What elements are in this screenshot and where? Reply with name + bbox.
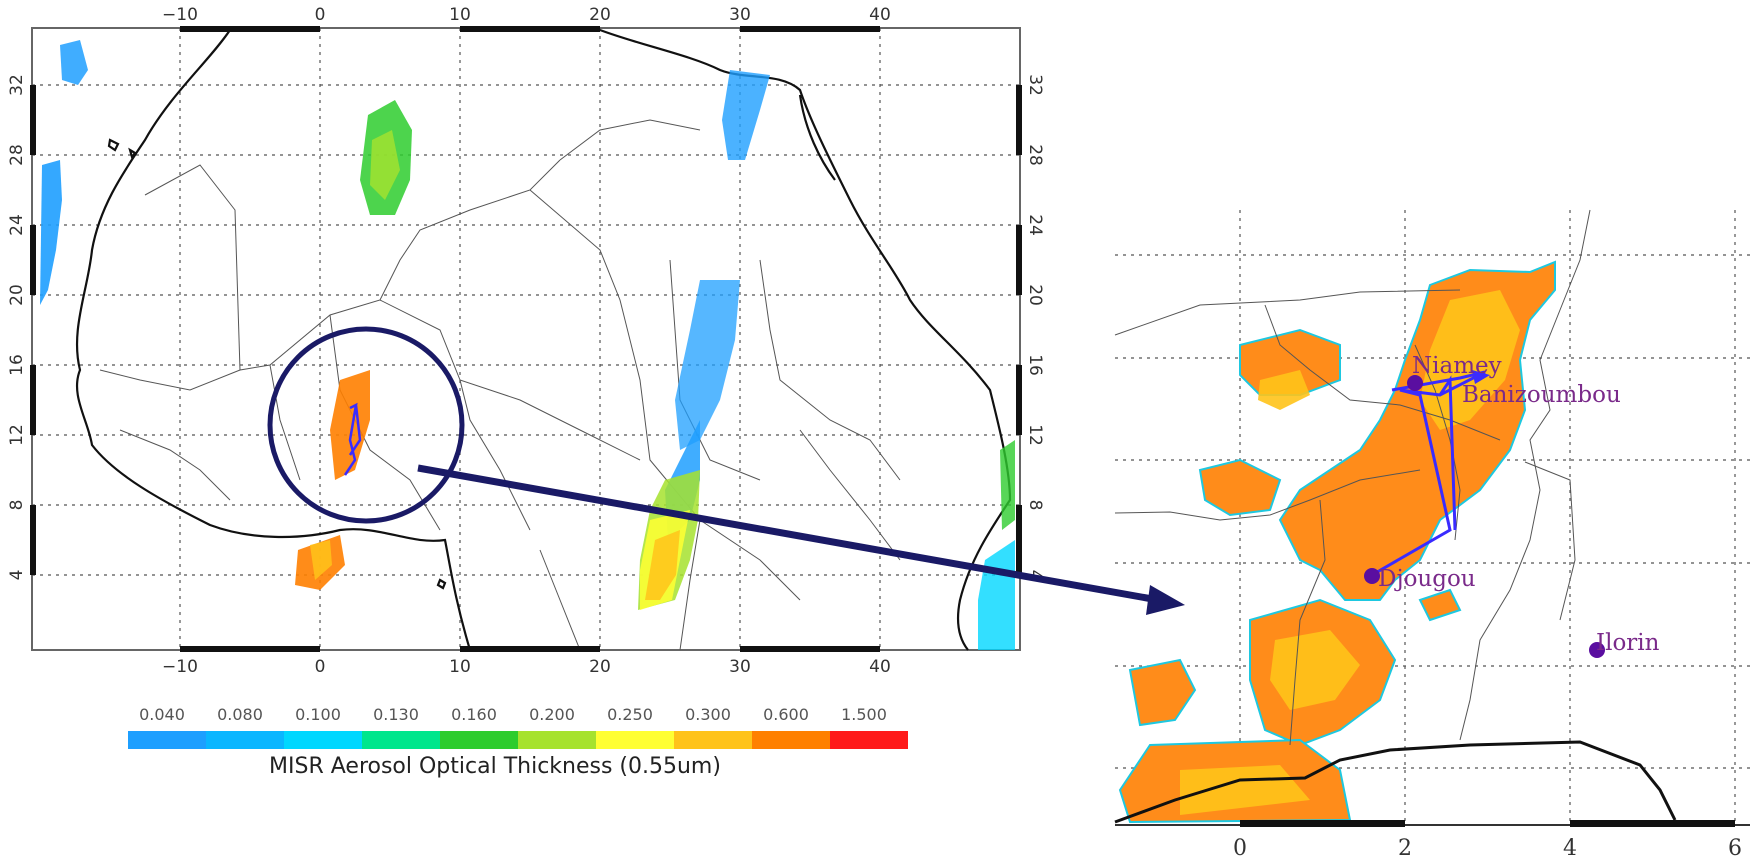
bottom-tick: 20 <box>589 657 611 677</box>
inset-map: Niamey Banizoumbou Djougou Ilorin 0 2 4 … <box>1114 209 1750 860</box>
site-marker-djougou <box>1364 568 1380 584</box>
right-tick: 32 <box>1025 74 1045 96</box>
colorbar-labels: 0.040 0.080 0.100 0.130 0.160 0.200 0.25… <box>139 705 887 724</box>
colorbar-label: 0.600 <box>763 705 809 724</box>
right-tick: 8 <box>1025 500 1045 511</box>
main-map-frame-ticks <box>30 26 1022 652</box>
colorbar-swatch <box>518 731 596 749</box>
bottom-tick: 30 <box>729 657 751 677</box>
colorbar-label: 0.200 <box>529 705 575 724</box>
top-tick: 20 <box>589 5 611 25</box>
colorbar-swatch <box>206 731 284 749</box>
zoom-arrow <box>417 464 1185 615</box>
inset-aerosol-field <box>1118 260 1556 824</box>
colorbar-label: 0.040 <box>139 705 185 724</box>
right-tick: 16 <box>1025 354 1045 376</box>
left-tick: 8 <box>7 500 27 511</box>
site-label-ilorin: Ilorin <box>1596 630 1660 656</box>
left-tick: 28 <box>7 144 27 166</box>
colorbar-label: 0.080 <box>217 705 263 724</box>
colorbar-label: 0.100 <box>295 705 341 724</box>
right-tick: 20 <box>1025 284 1045 306</box>
bottom-tick: 10 <box>449 657 471 677</box>
top-tick: 40 <box>869 5 891 25</box>
colorbar-swatch <box>128 731 206 749</box>
top-tick: 30 <box>729 5 751 25</box>
left-tick: 16 <box>7 354 27 376</box>
left-tick: 32 <box>7 74 27 96</box>
colorbar-swatch <box>362 731 440 749</box>
bottom-tick: 0 <box>315 657 326 677</box>
main-map-borders <box>99 119 901 651</box>
inset-x-tick: 6 <box>1728 836 1742 860</box>
colorbar-label: 0.300 <box>685 705 731 724</box>
main-map-flight-track <box>343 402 362 476</box>
main-map-top-ticks: −10 0 10 20 30 40 <box>162 5 891 25</box>
colorbar-swatch <box>830 731 908 749</box>
colorbar-swatches <box>128 731 908 749</box>
inset-axis-bars <box>1240 820 1735 827</box>
left-tick: 4 <box>7 570 27 581</box>
site-marker-niamey <box>1407 375 1423 391</box>
inset-borders <box>1114 209 1591 746</box>
colorbar-label: 0.130 <box>373 705 419 724</box>
inset-x-tick: 4 <box>1563 836 1577 860</box>
inset-flight-track <box>1371 370 1486 577</box>
highlight-circle <box>267 326 465 524</box>
colorbar-title: MISR Aerosol Optical Thickness (0.55um) <box>269 754 721 779</box>
left-tick: 12 <box>7 424 27 446</box>
main-map: −10 0 10 20 30 40 −10 0 10 20 30 40 32 2… <box>7 5 1045 677</box>
right-tick: 12 <box>1025 424 1045 446</box>
top-tick: −10 <box>162 5 198 25</box>
main-map-left-ticks: 32 28 24 20 16 12 8 4 <box>7 74 27 580</box>
colorbar-label: 0.250 <box>607 705 653 724</box>
bottom-tick: 40 <box>869 657 891 677</box>
colorbar-swatch <box>752 731 830 749</box>
inset-x-tick: 2 <box>1398 836 1412 860</box>
colorbar: 0.040 0.080 0.100 0.130 0.160 0.200 0.25… <box>128 705 908 779</box>
colorbar-swatch <box>596 731 674 749</box>
colorbar-label: 0.160 <box>451 705 497 724</box>
top-tick: 0 <box>315 5 326 25</box>
inset-coastline <box>1114 740 1677 824</box>
right-tick: 28 <box>1025 144 1045 166</box>
track-arrowhead <box>1472 370 1490 384</box>
left-tick: 24 <box>7 214 27 236</box>
inset-x-tick: 0 <box>1233 836 1247 860</box>
site-marker-ilorin <box>1589 642 1605 658</box>
bottom-tick: −10 <box>162 657 198 677</box>
right-tick: 24 <box>1025 214 1045 236</box>
site-label-djougou: Djougou <box>1378 566 1476 592</box>
colorbar-swatch <box>284 731 362 749</box>
site-label-banizoumbou: Banizoumbou <box>1462 382 1621 408</box>
colorbar-swatch <box>674 731 752 749</box>
top-tick: 10 <box>449 5 471 25</box>
site-label-niamey: Niamey <box>1412 353 1502 379</box>
site-labels: Niamey Banizoumbou Djougou Ilorin <box>1378 353 1660 656</box>
colorbar-label: 1.500 <box>841 705 887 724</box>
inset-x-ticks: 0 2 4 6 <box>1233 836 1742 860</box>
main-map-right-ticks: 32 28 24 20 16 12 8 4 <box>1025 74 1045 580</box>
colorbar-swatch <box>440 731 518 749</box>
left-tick: 20 <box>7 284 27 306</box>
main-map-bottom-ticks: −10 0 10 20 30 40 <box>162 657 891 677</box>
site-markers <box>1364 375 1605 658</box>
